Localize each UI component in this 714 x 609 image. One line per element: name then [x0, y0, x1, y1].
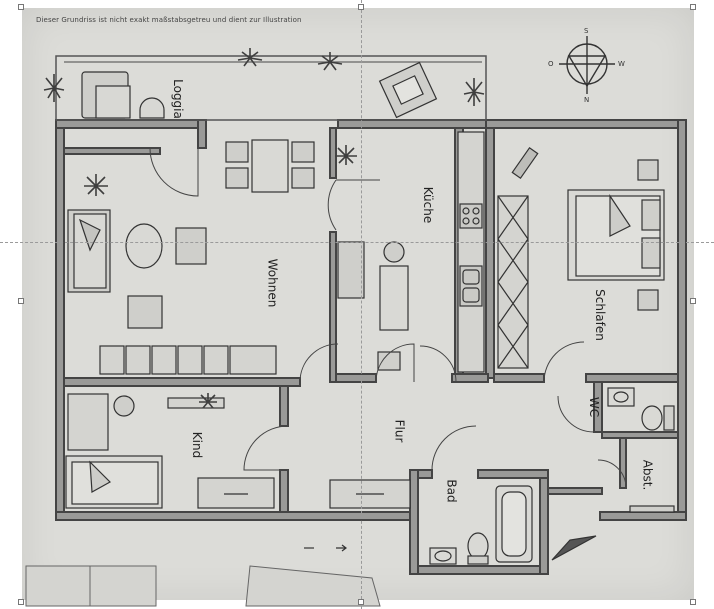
resize-handle-top-left[interactable] — [18, 4, 24, 10]
guide-line-horizontal — [0, 242, 714, 243]
guide-line-vertical — [361, 0, 362, 609]
schlafen-furniture — [567, 159, 665, 311]
room-label-wc: WC — [587, 396, 602, 418]
resize-handle-bottom[interactable] — [358, 599, 364, 605]
resize-handle-top[interactable] — [358, 4, 364, 10]
resize-handle-top-right[interactable] — [690, 4, 696, 10]
doors — [149, 147, 627, 489]
room-label-abst: Abst. — [640, 459, 655, 491]
room-label-flur: Flur — [392, 419, 407, 443]
room-label-wohnen: Wohnen — [265, 258, 280, 308]
room-label-schlafen: Schlafen — [592, 289, 607, 341]
wohnen-furniture — [67, 139, 409, 375]
kind-furniture — [65, 393, 275, 509]
compass-o: O — [548, 60, 554, 68]
compass-labels: S O W N — [548, 27, 625, 104]
room-label-loggia: Loggia — [170, 79, 185, 119]
kueche-units — [457, 131, 539, 373]
plan-disclaimer: Dieser Grundriss ist nicht exakt maßstab… — [36, 16, 302, 24]
resize-handle-bottom-right[interactable] — [690, 599, 696, 605]
plant-icon — [43, 48, 485, 409]
arrow-icon — [304, 544, 347, 552]
compass-w: W — [618, 60, 625, 68]
partial-drawing — [25, 565, 381, 607]
resize-handle-right[interactable] — [690, 298, 696, 304]
flur-bad-fixtures — [329, 387, 675, 565]
walls — [55, 119, 687, 575]
room-label-kind: Kind — [190, 431, 205, 459]
room-label-kueche: Küche — [421, 186, 436, 224]
resize-handle-left[interactable] — [18, 298, 24, 304]
room-label-bad: Bad — [444, 479, 459, 503]
resize-handle-bottom-left[interactable] — [18, 599, 24, 605]
compass-n: N — [584, 96, 589, 104]
compass-icon — [559, 36, 615, 94]
loggia-area — [55, 55, 487, 121]
compass-s: S — [584, 27, 589, 35]
